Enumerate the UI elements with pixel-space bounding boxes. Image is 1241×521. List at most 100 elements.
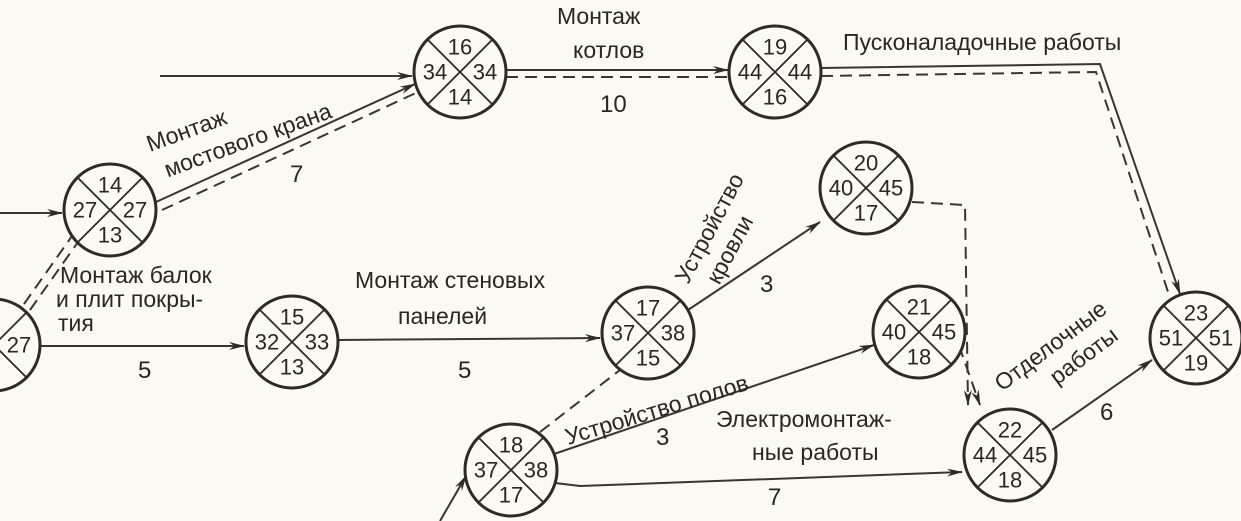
node-right-value: 45 <box>932 320 956 345</box>
node-right-value: 51 <box>1209 326 1233 351</box>
edge-c-j-critical <box>820 70 1171 299</box>
node-right-value: 27 <box>123 198 147 223</box>
node-left-value: 27 <box>73 198 97 223</box>
edge-k-a-critical <box>29 241 79 311</box>
node-divider <box>1162 304 1230 372</box>
edge-a-b-critical <box>161 91 419 211</box>
boilers-label-line1: Монтаж <box>557 3 641 29</box>
node-bottom-value: 16 <box>763 85 787 110</box>
edge-incoming-h <box>439 475 467 521</box>
walls-duration: 5 <box>458 357 471 384</box>
node-divider <box>477 436 545 504</box>
crane-duration: 7 <box>290 161 303 188</box>
beams-label-line2: и плит покры- <box>56 286 203 312</box>
activity-crane-label: Монтаж мостового крана <box>143 97 335 182</box>
node-top-value: 19 <box>763 35 787 60</box>
node-bottom-value: 14 <box>448 85 472 110</box>
edge-h-i <box>554 468 963 488</box>
node-left-value: 37 <box>611 321 635 346</box>
node-bottom-value: 13 <box>98 223 122 248</box>
node-top-value: 21 <box>907 295 931 320</box>
beams-label-line3: тия <box>58 310 94 336</box>
edge-d-e <box>337 334 601 343</box>
electrical-label-line1: Электромонтаж- <box>716 406 892 432</box>
electrical-duration: 7 <box>768 484 781 511</box>
node-bottom-value: 19 <box>1184 351 1208 376</box>
node-top-value: 23 <box>1184 301 1208 326</box>
node-top-value: 20 <box>854 151 878 176</box>
edge-a-b <box>155 83 416 203</box>
node-top-value: 18 <box>499 433 523 458</box>
node-right-value: 45 <box>1023 443 1047 468</box>
electrical-label-line2: ные работы <box>752 439 879 465</box>
edge-h-g <box>553 344 875 455</box>
walls-label-line1: Монтаж стеновых <box>355 267 546 293</box>
commissioning-label: Пусконаладочные работы <box>843 29 1121 55</box>
node-top-value: 16 <box>448 35 472 60</box>
roof-duration: 3 <box>760 271 773 298</box>
walls-label-line2: панелей <box>398 303 487 329</box>
node-right-value: 34 <box>473 60 497 85</box>
node-bottom-value: 18 <box>998 468 1022 493</box>
node-right-value: 38 <box>661 321 685 346</box>
node-left-value: 44 <box>738 60 762 85</box>
node-divider <box>0 311 28 341</box>
node-bottom-value: 17 <box>854 201 878 226</box>
node-divider <box>885 298 953 366</box>
edge-k-a-critical-2 <box>23 235 73 305</box>
node-right-value: 44 <box>788 60 812 85</box>
node-divider <box>76 176 144 244</box>
node-right-value: 33 <box>305 330 329 355</box>
edge-h-e <box>539 369 621 433</box>
node-right-value: 27 <box>7 333 31 358</box>
beams-label-line1: Монтаж балок <box>60 262 213 288</box>
node-top-value: 15 <box>280 305 304 330</box>
node-bottom-value: 13 <box>280 355 304 380</box>
edge-c-j <box>820 62 1181 295</box>
node-left-value: 51 <box>1159 326 1183 351</box>
node-left-value: 32 <box>255 330 279 355</box>
node-divider <box>741 38 809 106</box>
edge-i-j <box>1051 359 1153 431</box>
node-bottom-value: 18 <box>907 345 931 370</box>
node-left-value: 40 <box>829 176 853 201</box>
node-divider <box>426 38 494 106</box>
finishing-duration: 6 <box>1100 399 1113 426</box>
node-left-value: 44 <box>973 443 997 468</box>
node-divider <box>614 299 682 367</box>
node-divider <box>832 154 900 222</box>
node-divider <box>0 349 28 379</box>
node-right-value: 38 <box>524 458 548 483</box>
node-divider <box>258 308 326 376</box>
boilers-label-line2: котлов <box>573 37 644 63</box>
roof-label: Устройство кровли <box>669 169 758 288</box>
node-top-value: 14 <box>98 173 122 198</box>
boilers-duration: 10 <box>600 91 627 118</box>
event-node-k: 27 <box>0 297 42 393</box>
node-left-value: 40 <box>882 320 906 345</box>
floors-duration: 3 <box>656 424 669 451</box>
node-top-value: 17 <box>636 296 660 321</box>
node-bottom-value: 17 <box>499 483 523 508</box>
beams-duration: 5 <box>138 357 151 384</box>
node-top-value: 22 <box>998 418 1022 443</box>
edge-e-f <box>687 221 821 311</box>
node-left-value: 37 <box>474 458 498 483</box>
node-circle <box>0 297 42 393</box>
node-left-value: 34 <box>423 60 447 85</box>
node-bottom-value: 15 <box>636 346 660 371</box>
node-divider <box>976 421 1044 489</box>
